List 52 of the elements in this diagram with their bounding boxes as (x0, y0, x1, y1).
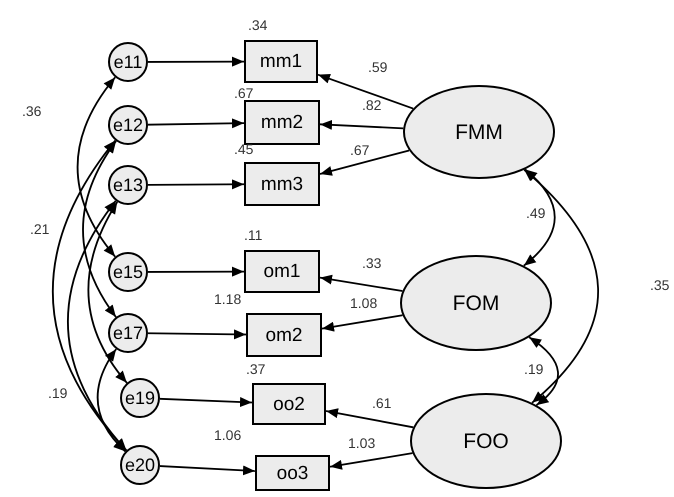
arrow (148, 266, 244, 277)
covariance-arrow (67, 200, 128, 451)
covariance-arrow (76, 76, 116, 258)
r-squared-value: 1.06 (214, 428, 242, 442)
arrow (330, 452, 413, 470)
edge-label: .59 (368, 60, 388, 74)
observed-variable-box: mm3 (244, 162, 320, 206)
covariance-arrow (82, 140, 117, 318)
arrow (148, 56, 244, 67)
observed-variable-box: om2 (246, 313, 322, 357)
edge-label: .33 (362, 256, 382, 270)
covariance-arrow (96, 348, 126, 452)
arrow (320, 150, 410, 176)
latent-factor-ellipse: FMM (403, 85, 555, 179)
edge-label: .49 (526, 206, 546, 220)
edge-label: .82 (362, 98, 382, 112)
r-squared-value: 1.18 (214, 292, 242, 306)
covariance-arrow (524, 169, 599, 404)
r-squared-value: .45 (234, 142, 254, 156)
observed-variable-box: oo3 (255, 455, 330, 491)
observed-variable-box: oo2 (252, 383, 326, 425)
latent-factor-ellipse: FOO (410, 393, 562, 489)
arrow (160, 397, 252, 408)
arrow (148, 179, 244, 190)
edge-label: .19 (48, 386, 68, 400)
covariance-arrow (523, 168, 556, 266)
r-squared-value: .67 (234, 86, 254, 100)
r-squared-value: .11 (244, 228, 262, 242)
r-squared-value: .37 (246, 362, 266, 376)
edge-label: .21 (30, 222, 50, 236)
covariance-arrow (528, 336, 559, 406)
r-squared-value: .34 (248, 18, 268, 32)
latent-factor-ellipse: FOM (400, 255, 552, 351)
edge-label: .61 (372, 396, 392, 410)
arrow (318, 74, 414, 110)
edge-label: .67 (350, 143, 370, 157)
edge-label: 1.03 (348, 436, 376, 450)
arrow (148, 118, 244, 128)
edge-label: .19 (524, 362, 544, 376)
arrow (320, 120, 404, 130)
edge-label: .36 (22, 104, 42, 118)
observed-variable-box: mm2 (244, 100, 320, 145)
arrow (148, 329, 246, 340)
covariance-arrow (88, 201, 128, 384)
arrow (320, 274, 403, 292)
edge-label: 1.08 (350, 296, 378, 310)
observed-variable-box: mm1 (244, 40, 318, 83)
edge-label: .35 (650, 278, 670, 292)
observed-variable-box: om1 (244, 250, 320, 293)
arrow (160, 465, 256, 476)
arrow (322, 314, 403, 332)
arrow (326, 408, 414, 428)
